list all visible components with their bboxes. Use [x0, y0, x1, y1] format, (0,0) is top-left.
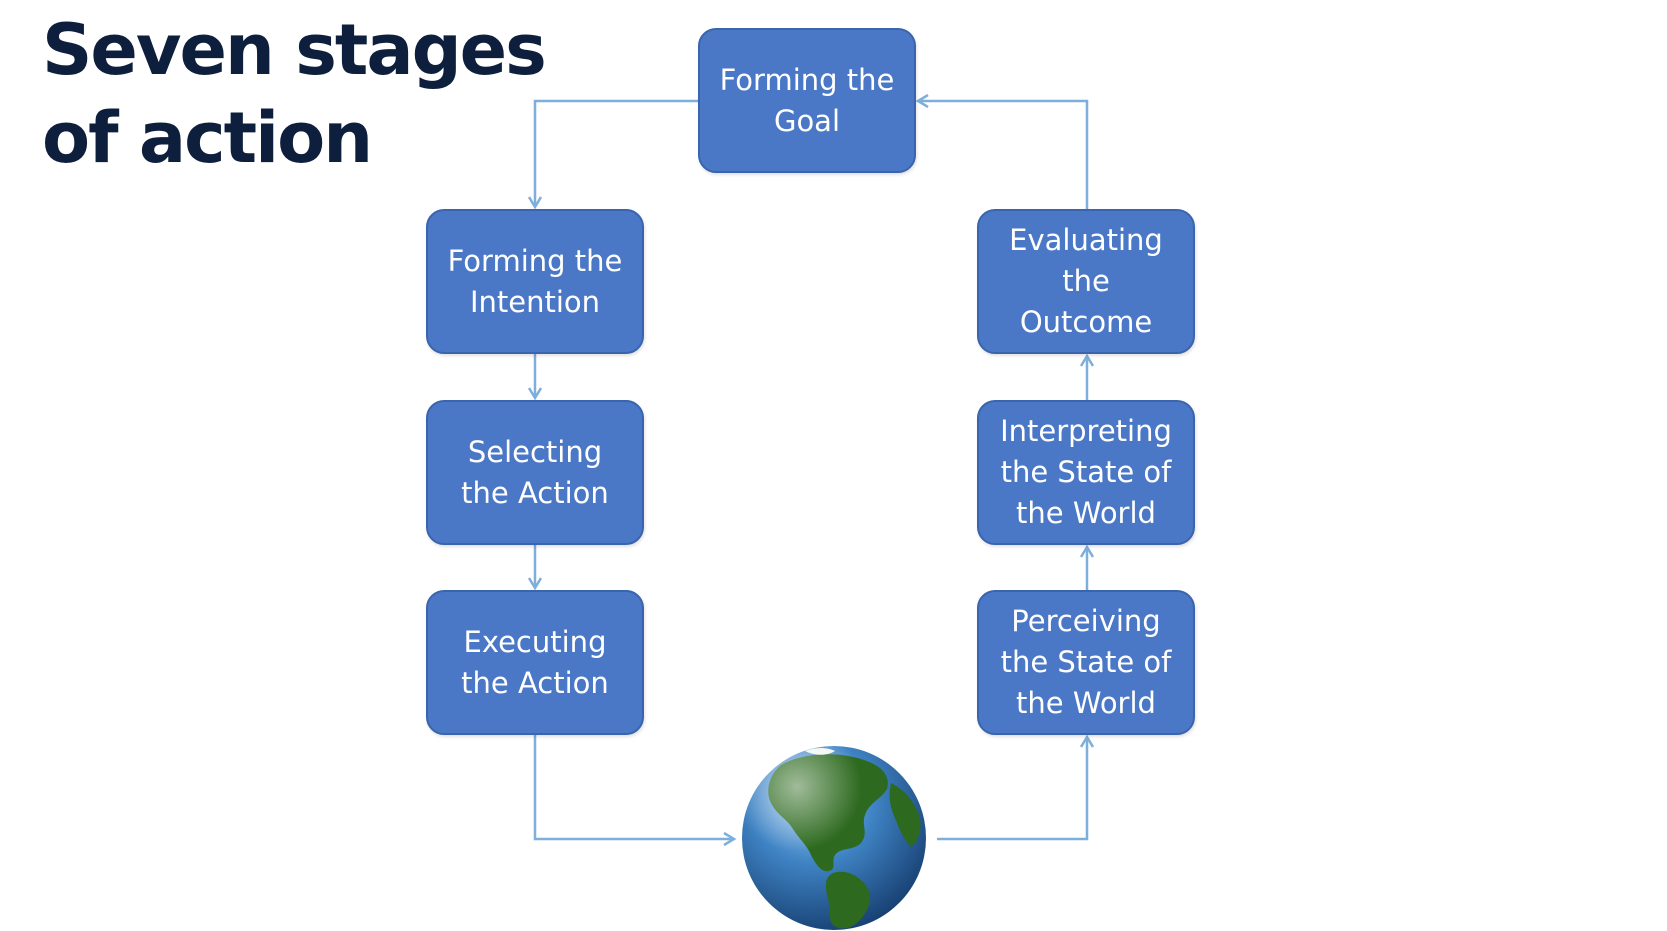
stage-label: Selecting the Action: [461, 434, 609, 510]
stage-perceiving-the-state-of-the-world: Perceiving the State of the World: [977, 590, 1195, 735]
stage-selecting-the-action: Selecting the Action: [426, 400, 644, 545]
stage-label: Forming the Intention: [447, 243, 623, 319]
stage-label: Forming the Goal: [719, 62, 895, 138]
stage-label: Perceiving the State of the World: [1000, 604, 1172, 720]
slide-title-line-1: Seven stages: [42, 9, 547, 91]
arrow-executing-to-world: [533, 735, 734, 839]
stage-forming-the-intention: Forming the Intention: [426, 209, 644, 354]
stage-label: Evaluating the Outcome: [1009, 223, 1163, 339]
arrow-goal-to-intention: [535, 99, 698, 207]
arrow-world-to-perceiving: [937, 737, 1087, 841]
slide-title: Seven stages of action: [42, 6, 547, 182]
stage-forming-the-goal: Forming the Goal: [698, 28, 916, 173]
stage-executing-the-action: Executing the Action: [426, 590, 644, 735]
stage-interpreting-the-state-of-the-world: Interpreting the State of the World: [977, 400, 1195, 545]
stage-evaluating-the-outcome: Evaluating the Outcome: [977, 209, 1195, 354]
stage-label: Executing the Action: [461, 624, 609, 700]
stage-label: Interpreting the State of the World: [1000, 414, 1172, 530]
arrow-evaluating-to-goal: [918, 101, 1089, 209]
earth-globe-icon: [742, 746, 926, 930]
slide-title-line-2: of action: [42, 97, 373, 179]
